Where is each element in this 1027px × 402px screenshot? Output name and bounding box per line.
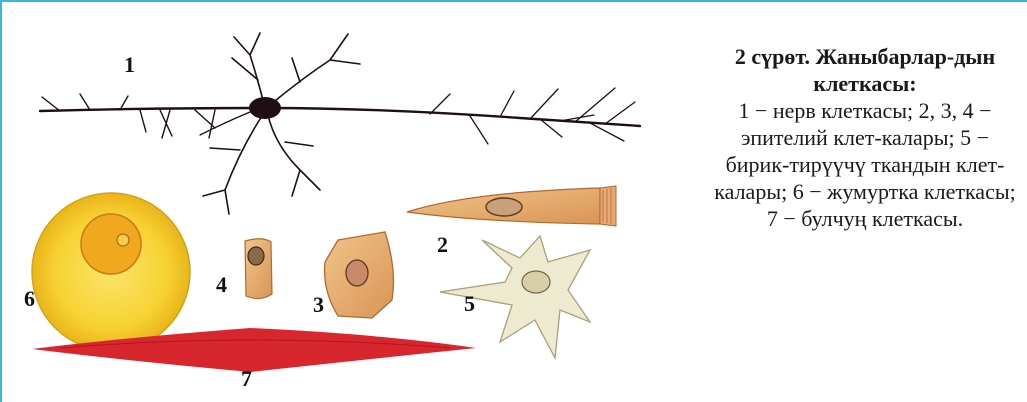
label-5: 5	[464, 291, 475, 316]
label-2: 2	[437, 232, 448, 257]
label-7: 7	[241, 366, 252, 391]
figure-caption: 2 сүрөт. Жаныбарлар-дын клеткасы: 1 − не…	[708, 43, 1022, 232]
caption-body: 1 − нерв клеткасы; 2, 3, 4 − эпителий кл…	[708, 97, 1022, 232]
connective-tissue-cell	[440, 236, 590, 358]
egg-cell	[32, 193, 190, 351]
caption-title: 2 сүрөт. Жаныбарлар-дын клеткасы:	[708, 43, 1022, 97]
label-6: 6	[24, 286, 35, 311]
label-3: 3	[313, 292, 324, 317]
label-1: 1	[124, 52, 135, 77]
animal-cells-illustration: 1 2 3 4 5 6 7	[0, 0, 700, 402]
label-4: 4	[216, 272, 227, 297]
epithelial-cell-long	[407, 186, 616, 226]
epithelial-cell-small	[245, 239, 272, 299]
epithelial-cell-round	[325, 232, 394, 318]
